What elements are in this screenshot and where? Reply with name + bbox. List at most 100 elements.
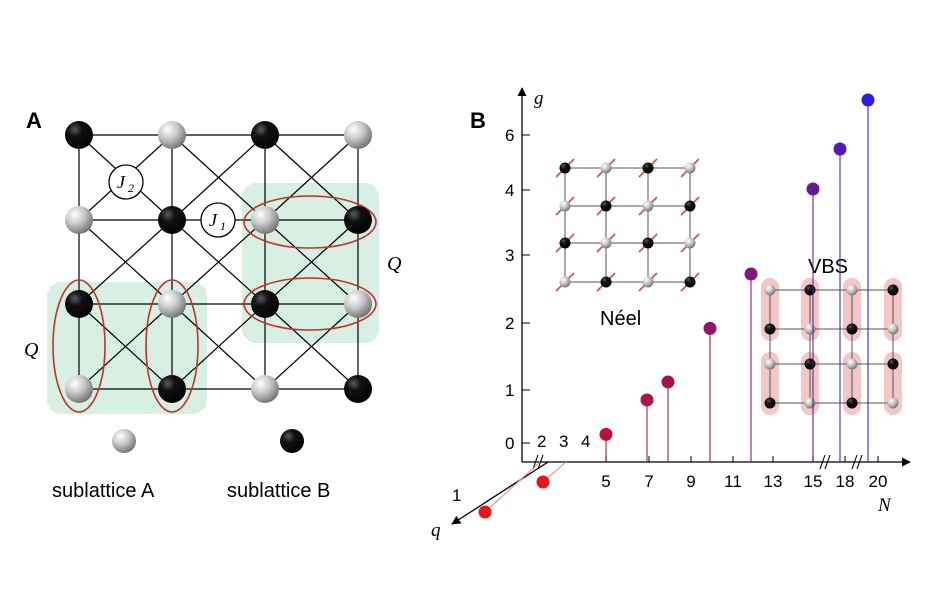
- site-sphere-a: [251, 375, 279, 403]
- neel-site-b: [600, 276, 612, 288]
- vbs-site-b: [804, 284, 816, 296]
- bond-antidiagonal: [171, 134, 266, 221]
- lattice-bonds: [78, 134, 359, 390]
- neel-site-b: [642, 162, 654, 174]
- vbs-site-a: [804, 323, 816, 335]
- neel-site-a: [559, 200, 571, 212]
- n-tick-20: 20: [869, 472, 888, 491]
- neel-label: Néel: [600, 308, 641, 330]
- vbs-site-a: [887, 397, 899, 409]
- q-bond-ellipse-right-1: [243, 195, 377, 249]
- g-tick-6: 6: [505, 126, 514, 145]
- n-axis-label: N: [877, 495, 892, 516]
- neel-site-b: [684, 276, 696, 288]
- panel-a-label: A: [26, 108, 42, 133]
- data-stems: [478, 93, 875, 519]
- site-sphere-b: [344, 206, 372, 234]
- bond-antidiagonal: [78, 303, 173, 390]
- site-sphere-b: [344, 375, 372, 403]
- site-sphere-b: [158, 375, 186, 403]
- panel-b-label: B: [470, 108, 486, 133]
- panel-a: A J 2 J 1 Q Q sublattice A sublattice B: [24, 108, 402, 502]
- svg-text:J: J: [117, 172, 126, 192]
- q1-guide-line: [484, 461, 541, 513]
- site-sphere-b: [65, 121, 93, 149]
- vbs-site-a: [846, 358, 858, 370]
- q-axis-label: q: [431, 520, 441, 541]
- neel-site-b: [600, 200, 612, 212]
- q-label-right: Q: [387, 253, 402, 275]
- neel-site-a: [642, 276, 654, 288]
- n-tick-9: 9: [686, 472, 695, 491]
- neel-site-b: [559, 237, 571, 249]
- svg-text:J: J: [209, 210, 218, 230]
- vbs-site-b: [764, 323, 776, 335]
- site-sphere-a: [65, 375, 93, 403]
- q-tick-label: 1: [452, 486, 461, 505]
- bond-antidiagonal: [171, 303, 266, 390]
- bond-antidiagonal: [78, 219, 173, 305]
- legend-sublattice-b: sublattice B: [227, 480, 330, 502]
- data-point-n7: [640, 393, 654, 407]
- n-tick-15: 15: [804, 472, 823, 491]
- n-tick-5: 5: [601, 472, 610, 491]
- g-tick-3: 3: [505, 246, 514, 265]
- n-tick-18: 18: [836, 472, 855, 491]
- q-bond-ellipse-left-1: [52, 279, 106, 413]
- neel-site-a: [600, 237, 612, 249]
- site-sphere-b: [65, 290, 93, 318]
- neel-site-a: [559, 276, 571, 288]
- site-sphere-a: [344, 290, 372, 318]
- vbs-site-b: [764, 397, 776, 409]
- neel-site-a: [684, 237, 696, 249]
- site-sphere-b: [251, 290, 279, 318]
- vbs-site-b: [846, 397, 858, 409]
- data-point-n18: [833, 142, 847, 156]
- site-sphere-b: [251, 121, 279, 149]
- legend-sublattice-a: sublattice A: [52, 480, 155, 502]
- vbs-site-a: [887, 323, 899, 335]
- vbs-site-a: [764, 284, 776, 296]
- lattice-sites: [65, 121, 372, 403]
- bond-antidiagonal: [264, 219, 359, 305]
- vbs-site-a: [846, 284, 858, 296]
- g-tick-0: 0: [505, 434, 514, 453]
- j2-coupling-label: J 2: [108, 164, 144, 200]
- vbs-site-b: [846, 323, 858, 335]
- bond-antidiagonal: [171, 219, 266, 305]
- site-sphere-a: [65, 206, 93, 234]
- data-point-n12: [744, 267, 758, 281]
- legend-sphere-b: [280, 429, 304, 453]
- n-tick-11: 11: [724, 472, 742, 491]
- q-bond-ellipse-right-2: [243, 277, 377, 331]
- n-tick-2: 2: [537, 432, 546, 451]
- neel-site-b: [642, 237, 654, 249]
- g-tick-1: 1: [505, 381, 514, 400]
- vbs-label: VBS: [808, 256, 848, 278]
- neel-site-a: [684, 162, 696, 174]
- site-sphere-a: [344, 121, 372, 149]
- vbs-site-a: [804, 397, 816, 409]
- svg-text:2: 2: [128, 181, 134, 195]
- q-axis: [451, 461, 549, 525]
- data-point-q1-n3: [536, 475, 550, 489]
- n-tick-3: 3: [559, 432, 568, 451]
- neel-site-a: [642, 200, 654, 212]
- q-bond-ellipse-left-2: [145, 279, 199, 413]
- n-tick-7: 7: [644, 472, 653, 491]
- g-axis-label: g: [534, 88, 544, 109]
- data-point-q1-n2: [478, 505, 492, 519]
- site-sphere-a: [158, 121, 186, 149]
- neel-inset: [555, 158, 700, 292]
- axis-breaks: [532, 454, 863, 470]
- site-sphere-a: [158, 290, 186, 318]
- vbs-site-b: [887, 358, 899, 370]
- data-point-n5: [599, 427, 613, 441]
- neel-site-b: [684, 200, 696, 212]
- data-point-n15: [806, 182, 820, 196]
- g-tick-2: 2: [505, 314, 514, 333]
- data-point-n10: [703, 321, 717, 335]
